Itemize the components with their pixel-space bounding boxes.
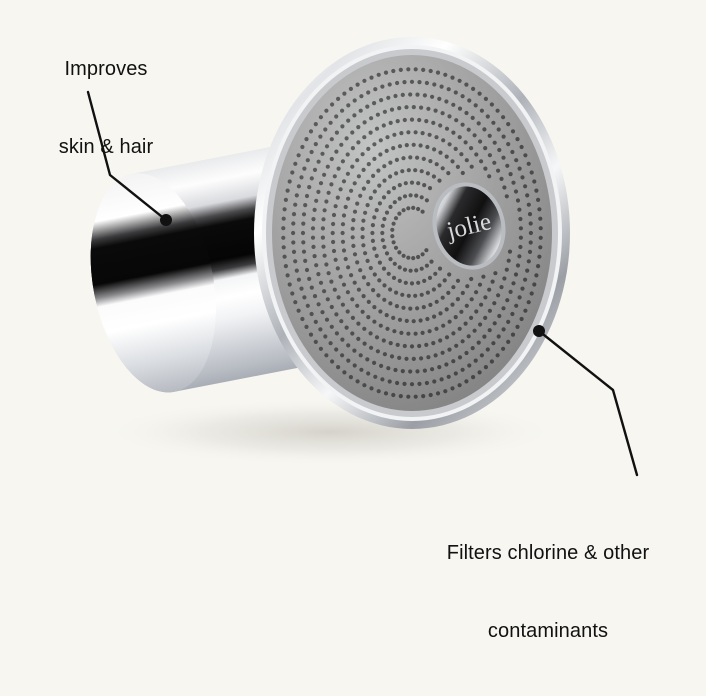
- callout-label-skin-hair-line2: skin & hair: [58, 136, 154, 158]
- callout-label-filters-line2: contaminants: [487, 620, 609, 642]
- callout-leader-filters: [537, 329, 639, 477]
- showerhead-faceplate: jolie: [254, 37, 570, 429]
- callout-dot-skin-hair: [160, 214, 172, 226]
- logo-badge: jolie: [432, 182, 506, 270]
- callout-label-skin-hair: Improves skin & hair: [36, 4, 176, 212]
- callout-label-filters-line1: Filters chlorine & other: [446, 542, 650, 564]
- callout-leader-skin-hair: [86, 90, 168, 222]
- ground-shadow: [100, 398, 560, 466]
- product-illustration-stage: jolie Improves skin & hair Filters chlor…: [36, 4, 649, 642]
- callout-label-skin-hair-line1: Improves: [64, 58, 148, 80]
- callout-label-filters: Filters chlorine & other contaminants: [432, 488, 664, 696]
- spray-holes: [281, 67, 543, 399]
- callout-dot-filters: [533, 325, 545, 337]
- product-graphic: jolie: [86, 37, 639, 477]
